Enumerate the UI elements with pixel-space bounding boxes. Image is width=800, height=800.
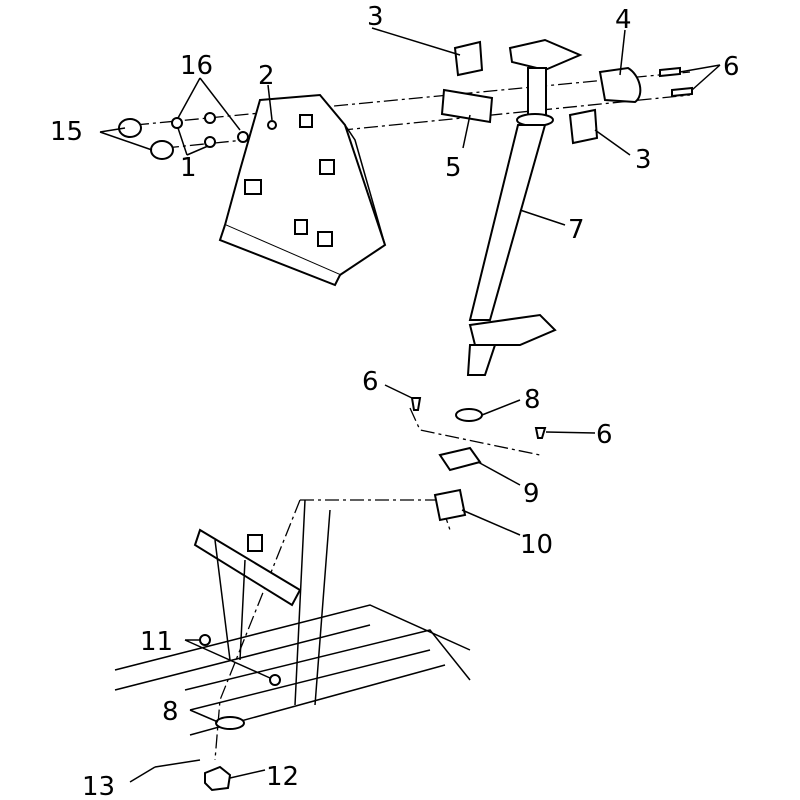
- callout-3: 3: [367, 2, 384, 32]
- callout-8: 8: [524, 385, 541, 415]
- callout-12: 12: [266, 762, 299, 792]
- callout-10: 10: [520, 530, 553, 560]
- steering-column-part: [410, 38, 583, 522]
- callout-9: 9: [523, 479, 540, 509]
- callout-6: 6: [362, 367, 379, 397]
- callout-15: 15: [50, 117, 83, 147]
- callout-4: 4: [615, 5, 632, 35]
- callout-8: 8: [162, 697, 179, 727]
- callout-13: 13: [82, 772, 115, 800]
- frame-part: [114, 499, 471, 792]
- callout-5: 5: [445, 153, 462, 183]
- callout-16: 16: [180, 51, 213, 81]
- clamps-part: [440, 40, 693, 145]
- dash-bracket-part: [218, 93, 387, 287]
- callout-1: 1: [180, 153, 197, 183]
- callout-6: 6: [723, 52, 740, 82]
- callout-6: 6: [596, 420, 613, 450]
- callout-3: 3: [635, 145, 652, 175]
- center-lines: [134, 71, 691, 761]
- callout-2: 2: [258, 61, 275, 91]
- caps-nuts-part: [118, 112, 277, 160]
- callout-7: 7: [568, 215, 585, 245]
- callout-11: 11: [140, 627, 173, 657]
- callout-labels: 3 4 6 16 2 15 1 5 3 7 6 8 6 9 10 11 8 12…: [50, 2, 740, 800]
- leader-lines: [99, 27, 721, 783]
